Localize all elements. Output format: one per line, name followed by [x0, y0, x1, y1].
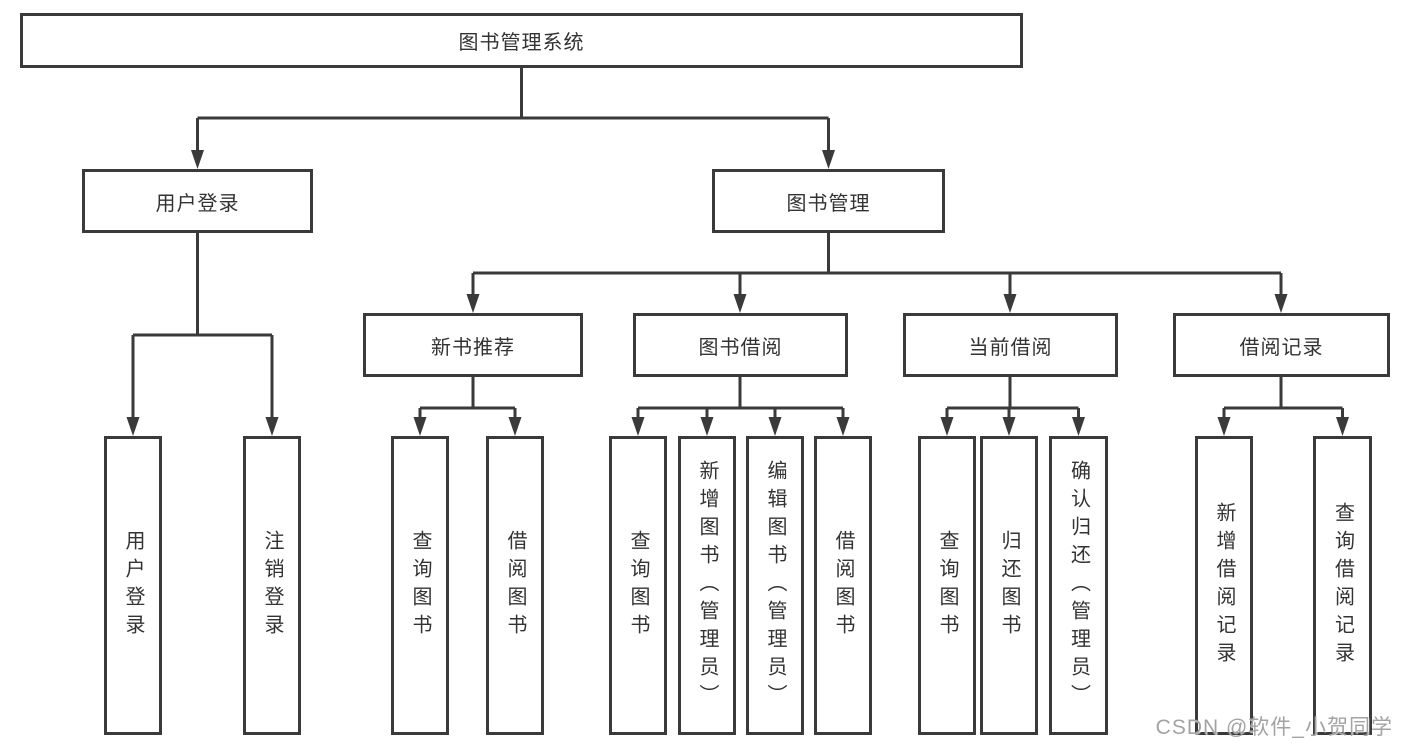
- node-borrow-records-label: 借阅记录: [1239, 336, 1324, 359]
- leaf-edit-books-admin: 编辑图书（管理员）: [746, 436, 804, 735]
- node-book-management: 图书管理: [712, 169, 945, 233]
- leaf-query-borrow-record-label: 查询借阅记录: [1331, 501, 1354, 670]
- leaf-add-borrow-record: 新增借阅记录: [1195, 436, 1253, 735]
- leaf-query-books-current: 查询图书: [918, 436, 976, 735]
- leaf-user-login-label: 用户登录: [122, 529, 144, 642]
- leaf-return-books: 归还图书: [980, 436, 1038, 735]
- leaf-logout-label: 注销登录: [261, 529, 283, 642]
- leaf-user-login: 用户登录: [104, 436, 162, 735]
- node-borrow-records: 借阅记录: [1173, 313, 1390, 377]
- node-current-borrowing: 当前借阅: [903, 313, 1118, 377]
- leaf-query-books-recommend-label: 查询图书: [409, 529, 431, 642]
- leaf-return-books-label: 归还图书: [998, 529, 1020, 642]
- leaf-add-books-admin: 新增图书（管理员）: [678, 436, 736, 735]
- leaf-confirm-return-admin-label: 确认归还（管理员）: [1067, 459, 1090, 712]
- leaf-query-books-borrowing-label: 查询图书: [627, 529, 649, 642]
- leaf-logout: 注销登录: [243, 436, 301, 735]
- leaf-borrow-books-recommend-label: 借阅图书: [504, 529, 526, 642]
- leaf-add-borrow-record-label: 新增借阅记录: [1213, 501, 1235, 670]
- leaf-edit-books-admin-label: 编辑图书（管理员）: [764, 459, 786, 712]
- node-library-system: 图书管理系统: [20, 13, 1023, 68]
- node-user-login: 用户登录: [82, 169, 313, 233]
- leaf-query-books-recommend: 查询图书: [391, 436, 449, 735]
- node-library-system-label: 图书管理系统: [458, 32, 585, 54]
- node-user-login-label: 用户登录: [155, 192, 240, 215]
- leaf-query-books-borrowing: 查询图书: [609, 436, 667, 735]
- leaf-query-borrow-record: 查询借阅记录: [1313, 436, 1372, 735]
- leaf-borrow-books-label: 借阅图书: [832, 529, 854, 642]
- node-book-management-label: 图书管理: [786, 192, 871, 215]
- node-book-borrowing: 图书借阅: [633, 313, 848, 377]
- node-book-borrowing-label: 图书借阅: [698, 336, 783, 359]
- node-new-book-recommend: 新书推荐: [363, 313, 583, 377]
- node-new-book-recommend-label: 新书推荐: [431, 336, 515, 359]
- node-current-borrowing-label: 当前借阅: [968, 336, 1053, 359]
- leaf-borrow-books: 借阅图书: [814, 436, 872, 735]
- leaf-add-books-admin-label: 新增图书（管理员）: [696, 459, 718, 712]
- leaf-query-books-current-label: 查询图书: [936, 529, 958, 642]
- leaf-borrow-books-recommend: 借阅图书: [486, 436, 544, 735]
- leaf-confirm-return-admin: 确认归还（管理员）: [1049, 436, 1108, 735]
- csdn-watermark: CSDN @软件_小贺同学: [1155, 716, 1393, 739]
